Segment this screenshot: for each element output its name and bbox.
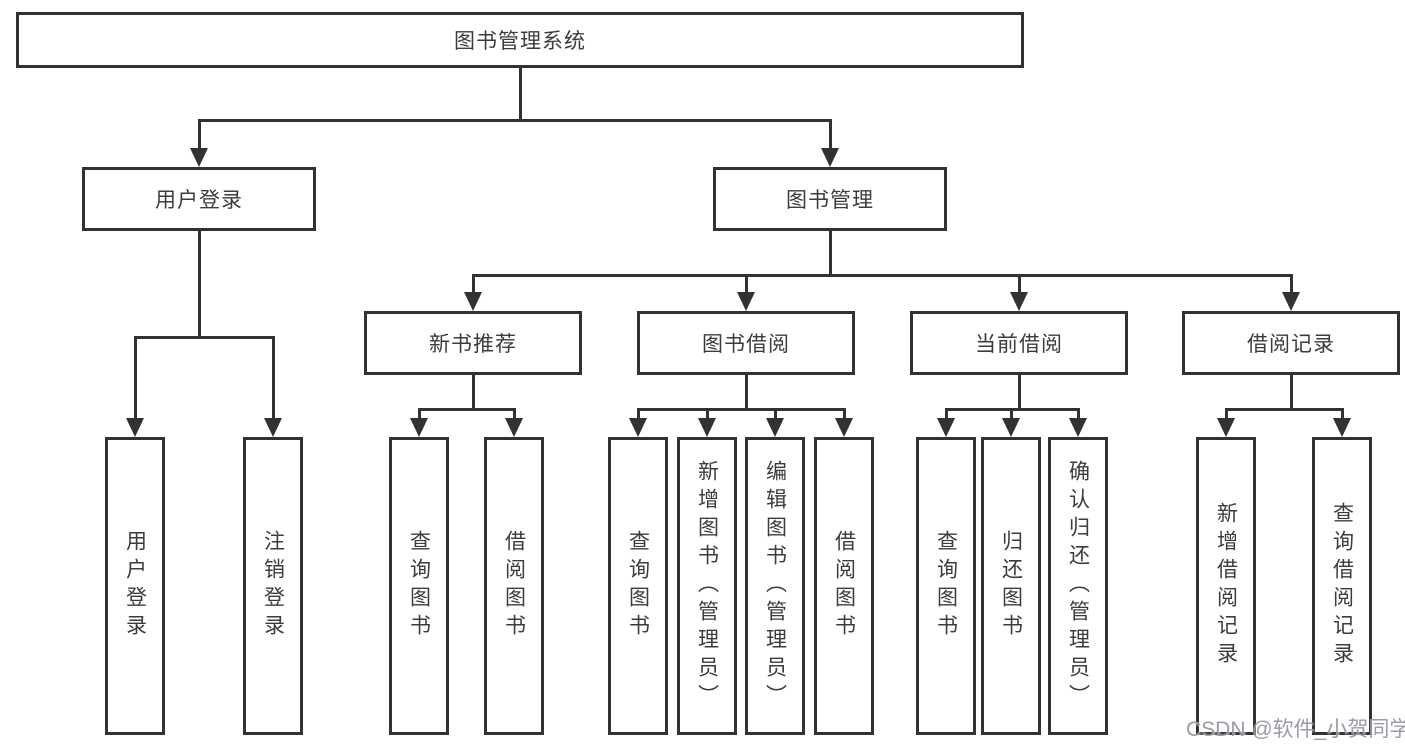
node-label: 用户登录 — [155, 189, 243, 212]
arrow-down-icon — [505, 418, 523, 437]
node-label: 图书管理 — [786, 189, 874, 212]
leaf-label: 借阅图书 — [502, 530, 526, 642]
connector-to-new-book — [471, 274, 475, 296]
arrow-down-icon — [410, 418, 428, 437]
arrow-down-icon — [1069, 418, 1087, 437]
leaf-logout: 注销登录 — [243, 437, 303, 735]
connector-stem — [471, 375, 475, 408]
connector-to-current-borrow — [1017, 274, 1021, 296]
connector-to-leaf — [1224, 408, 1228, 421]
leaf-user-login: 用户登录 — [105, 437, 165, 735]
connector-to-leaf — [944, 408, 948, 421]
leaf-current-confirm-return-admin: 确认归还（管理员） — [1048, 437, 1108, 735]
leaf-records-query-record: 查询借阅记录 — [1312, 437, 1372, 735]
leaf-label: 新增借阅记录 — [1214, 502, 1238, 670]
arrow-down-icon — [264, 418, 282, 437]
leaf-label: 查询图书 — [407, 530, 431, 642]
connector-to-leaf — [271, 336, 275, 421]
arrow-down-icon — [698, 418, 716, 437]
leaf-label: 查询图书 — [934, 530, 958, 642]
connector-user-login-stem — [197, 231, 201, 336]
node-new-book-recommend: 新书推荐 — [364, 311, 582, 375]
arrow-down-icon — [629, 418, 647, 437]
connector-book-mgmt-stem — [828, 231, 832, 274]
watermark: CSDN @软件_小贺同学 — [1186, 718, 1405, 741]
connector-to-leaf — [1076, 408, 1080, 421]
connector-to-leaf — [705, 408, 709, 421]
connector-to-leaf — [773, 408, 777, 421]
connector-book-mgmt-rail — [471, 274, 1293, 277]
leaf-label: 查询借阅记录 — [1330, 502, 1354, 670]
node-book-management: 图书管理 — [713, 167, 947, 231]
node-current-borrow: 当前借阅 — [910, 311, 1128, 375]
node-label: 借阅记录 — [1247, 333, 1335, 356]
leaf-current-return-book: 归还图书 — [981, 437, 1041, 735]
connector-to-leaf — [842, 408, 846, 421]
connector-stem — [744, 375, 748, 408]
leaf-recommend-query-book: 查询图书 — [389, 437, 449, 735]
arrow-down-icon — [1282, 292, 1300, 311]
leaf-borrow-edit-book-admin: 编辑图书（管理员） — [745, 437, 805, 735]
connector-to-leaf — [636, 408, 640, 421]
node-user-login: 用户登录 — [82, 167, 316, 231]
node-book-borrow: 图书借阅 — [637, 311, 855, 375]
arrow-down-icon — [821, 148, 839, 167]
arrow-down-icon — [937, 418, 955, 437]
connector-to-leaf — [133, 336, 137, 421]
connector-to-borrow-records — [1289, 274, 1293, 296]
connector-to-book-management — [828, 119, 832, 151]
leaf-label: 查询图书 — [626, 530, 650, 642]
node-borrow-records: 借阅记录 — [1182, 311, 1400, 375]
connector-stem — [1289, 375, 1293, 408]
leaf-label: 编辑图书（管理员） — [763, 460, 787, 712]
connector-to-leaf — [1009, 408, 1013, 421]
leaf-recommend-borrow-book: 借阅图书 — [484, 437, 544, 735]
arrow-down-icon — [835, 418, 853, 437]
connector-rail — [417, 408, 516, 411]
connector-user-login-rail — [133, 336, 275, 339]
arrow-down-icon — [126, 418, 144, 437]
connector-root-rail — [197, 119, 832, 122]
connector-stem — [1017, 375, 1021, 408]
node-label: 图书管理系统 — [454, 30, 586, 53]
node-label: 图书借阅 — [702, 333, 790, 356]
leaf-label: 注销登录 — [261, 530, 285, 642]
leaf-label: 借阅图书 — [832, 530, 856, 642]
connector-rail — [1224, 408, 1344, 411]
leaf-records-add-record: 新增借阅记录 — [1196, 437, 1256, 735]
leaf-borrow-borrow-book: 借阅图书 — [814, 437, 874, 735]
connector-rail — [636, 408, 846, 411]
node-label: 新书推荐 — [429, 333, 517, 356]
leaf-label: 归还图书 — [999, 530, 1023, 642]
leaf-label: 用户登录 — [123, 530, 147, 642]
leaf-borrow-add-book-admin: 新增图书（管理员） — [677, 437, 737, 735]
leaf-label: 新增图书（管理员） — [695, 460, 719, 712]
leaf-current-query-book: 查询图书 — [916, 437, 976, 735]
leaf-label: 确认归还（管理员） — [1066, 460, 1090, 712]
connector-to-leaf — [417, 408, 421, 421]
arrow-down-icon — [1010, 292, 1028, 311]
leaf-borrow-query-book: 查询图书 — [608, 437, 668, 735]
node-label: 当前借阅 — [975, 333, 1063, 356]
arrow-down-icon — [1002, 418, 1020, 437]
connector-to-leaf — [1340, 408, 1344, 421]
connector-root-stem — [518, 66, 522, 119]
arrow-down-icon — [766, 418, 784, 437]
arrow-down-icon — [737, 292, 755, 311]
arrow-down-icon — [464, 292, 482, 311]
connector-to-leaf — [512, 408, 516, 421]
connector-to-user-login — [197, 119, 201, 151]
connector-to-book-borrow — [744, 274, 748, 296]
arrow-down-icon — [190, 148, 208, 167]
arrow-down-icon — [1217, 418, 1235, 437]
node-library-system-root: 图书管理系统 — [16, 12, 1024, 68]
arrow-down-icon — [1333, 418, 1351, 437]
